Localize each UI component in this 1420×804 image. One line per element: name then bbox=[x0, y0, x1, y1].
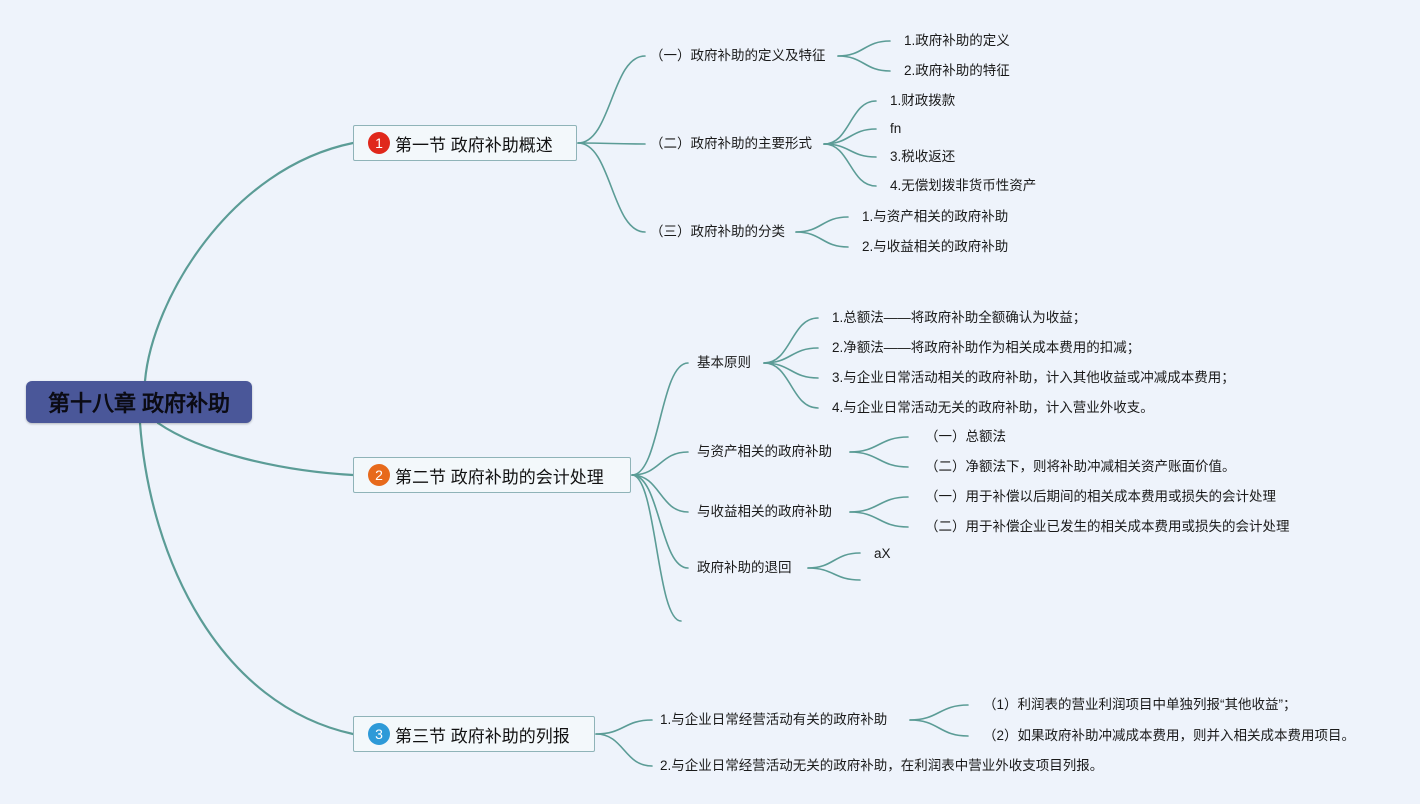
branch-line bbox=[849, 511, 909, 528]
subtopic-income-related[interactable]: 与收益相关的政府补助 bbox=[697, 504, 832, 519]
branch-line bbox=[795, 231, 849, 248]
subtopic-definition-features[interactable]: （一）政府补助的定义及特征 bbox=[650, 48, 826, 63]
branch-line bbox=[849, 496, 909, 513]
branch-line bbox=[763, 317, 819, 364]
branch-line bbox=[577, 55, 646, 144]
branch-line bbox=[631, 474, 682, 622]
leaf-topic[interactable]: 3.与企业日常活动相关的政府补助，计入其他收益或冲减成本费用； bbox=[832, 370, 1235, 385]
leaf-topic[interactable]: 1.与资产相关的政府补助 bbox=[862, 209, 1009, 224]
branch-line bbox=[631, 451, 689, 476]
leaf-topic[interactable]: fn bbox=[890, 121, 902, 136]
leaf-topic[interactable]: （2）如果政府补助冲减成本费用，则并入相关成本费用项目。 bbox=[983, 728, 1356, 743]
branch-line bbox=[143, 141, 355, 383]
branch-line bbox=[795, 216, 849, 233]
branch-line bbox=[823, 143, 877, 187]
leaf-topic[interactable]: （一）用于补偿以后期间的相关成本费用或损失的会计处理 bbox=[925, 489, 1276, 504]
leaf-topic[interactable]: 1.总额法——将政府补助全额确认为收益； bbox=[832, 310, 1087, 325]
section-title: 第二节 政府补助的会计处理 bbox=[395, 467, 604, 487]
leaf-topic[interactable]: 1.政府补助的定义 bbox=[904, 33, 1010, 48]
section-number-badge: 2 bbox=[368, 464, 390, 486]
branch-line bbox=[156, 421, 355, 477]
section-number-badge: 1 bbox=[368, 132, 390, 154]
subtopic-basic-principles[interactable]: 基本原则 bbox=[697, 355, 751, 370]
leaf-topic[interactable]: （二）用于补偿企业已发生的相关成本费用或损失的会计处理 bbox=[925, 519, 1290, 534]
branch-line bbox=[138, 421, 355, 736]
leaf-topic[interactable]: （二）净额法下，则将补助冲减相关资产账面价值。 bbox=[925, 459, 1236, 474]
subtopic-main-forms[interactable]: （二）政府补助的主要形式 bbox=[650, 136, 812, 151]
leaf-topic[interactable]: 4.与企业日常活动无关的政府补助，计入营业外收支。 bbox=[832, 400, 1154, 415]
leaf-topic[interactable]: 3.税收返还 bbox=[890, 149, 956, 164]
leaf-topic[interactable]: 2.与收益相关的政府补助 bbox=[862, 239, 1009, 254]
leaf-topic[interactable]: aX bbox=[874, 546, 891, 561]
branch-line bbox=[577, 142, 646, 145]
branch-line bbox=[837, 40, 891, 57]
subtopic-daily-activity-unrelated[interactable]: 2.与企业日常经营活动无关的政府补助，在利润表中营业外收支项目列报。 bbox=[660, 758, 1104, 773]
branch-line bbox=[631, 362, 689, 476]
branch-line bbox=[909, 704, 969, 721]
central-topic[interactable]: 第十八章 政府补助 bbox=[26, 381, 252, 423]
leaf-topic[interactable]: （1）利润表的营业利润项目中单独列报“其他收益”； bbox=[983, 697, 1297, 712]
leaf-topic[interactable]: 2.政府补助的特征 bbox=[904, 63, 1010, 78]
branch-line bbox=[595, 733, 653, 767]
branch-line bbox=[909, 719, 969, 737]
section-title: 第三节 政府补助的列报 bbox=[395, 726, 570, 746]
branch-line bbox=[631, 474, 689, 569]
subtopic-refund[interactable]: 政府补助的退回 bbox=[697, 560, 792, 575]
branch-line bbox=[807, 567, 861, 581]
section-title: 第一节 政府补助概述 bbox=[395, 135, 553, 155]
branch-line bbox=[849, 451, 909, 468]
branch-line bbox=[763, 362, 819, 409]
leaf-topic[interactable]: 1.财政拨款 bbox=[890, 93, 956, 108]
subtopic-daily-activity-related[interactable]: 1.与企业日常经营活动有关的政府补助 bbox=[660, 712, 888, 727]
branch-line bbox=[849, 436, 909, 453]
section-3-topic[interactable]: 3 第三节 政府补助的列报 bbox=[353, 716, 595, 752]
branch-line bbox=[577, 142, 646, 233]
subtopic-classification[interactable]: （三）政府补助的分类 bbox=[650, 224, 785, 239]
leaf-topic[interactable]: 2.净额法——将政府补助作为相关成本费用的扣减； bbox=[832, 340, 1141, 355]
branch-line bbox=[823, 100, 877, 145]
branch-line bbox=[595, 719, 653, 735]
section-number-badge: 3 bbox=[368, 723, 390, 745]
leaf-topic[interactable]: 4.无偿划拨非货币性资产 bbox=[890, 178, 1037, 193]
leaf-topic[interactable]: （一）总额法 bbox=[925, 429, 1006, 444]
branch-line bbox=[807, 552, 861, 569]
branch-line bbox=[631, 474, 689, 513]
subtopic-asset-related[interactable]: 与资产相关的政府补助 bbox=[697, 444, 832, 459]
branch-line bbox=[837, 55, 891, 72]
section-1-topic[interactable]: 1 第一节 政府补助概述 bbox=[353, 125, 577, 161]
section-2-topic[interactable]: 2 第二节 政府补助的会计处理 bbox=[353, 457, 631, 493]
